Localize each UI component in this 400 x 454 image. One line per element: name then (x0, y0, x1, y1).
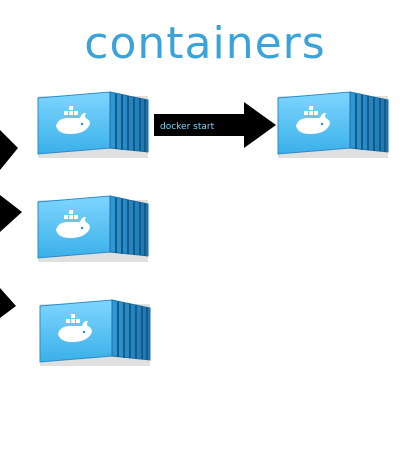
docker-container-icon (38, 92, 148, 158)
docker-start-arrow: docker start (154, 102, 276, 148)
container-3 (40, 300, 150, 366)
container-4 (278, 92, 388, 158)
diagram-title: containers (84, 18, 326, 69)
left-arrow-3 (0, 288, 16, 318)
docker-container-icon (278, 92, 388, 158)
docker-start-label: docker start (160, 122, 215, 132)
left-arrow-1 (0, 130, 18, 170)
docker-container-icon (40, 300, 150, 366)
container-1 (38, 92, 148, 158)
left-arrow-2 (0, 195, 22, 232)
docker-container-icon (38, 196, 148, 262)
container-2 (38, 196, 148, 262)
